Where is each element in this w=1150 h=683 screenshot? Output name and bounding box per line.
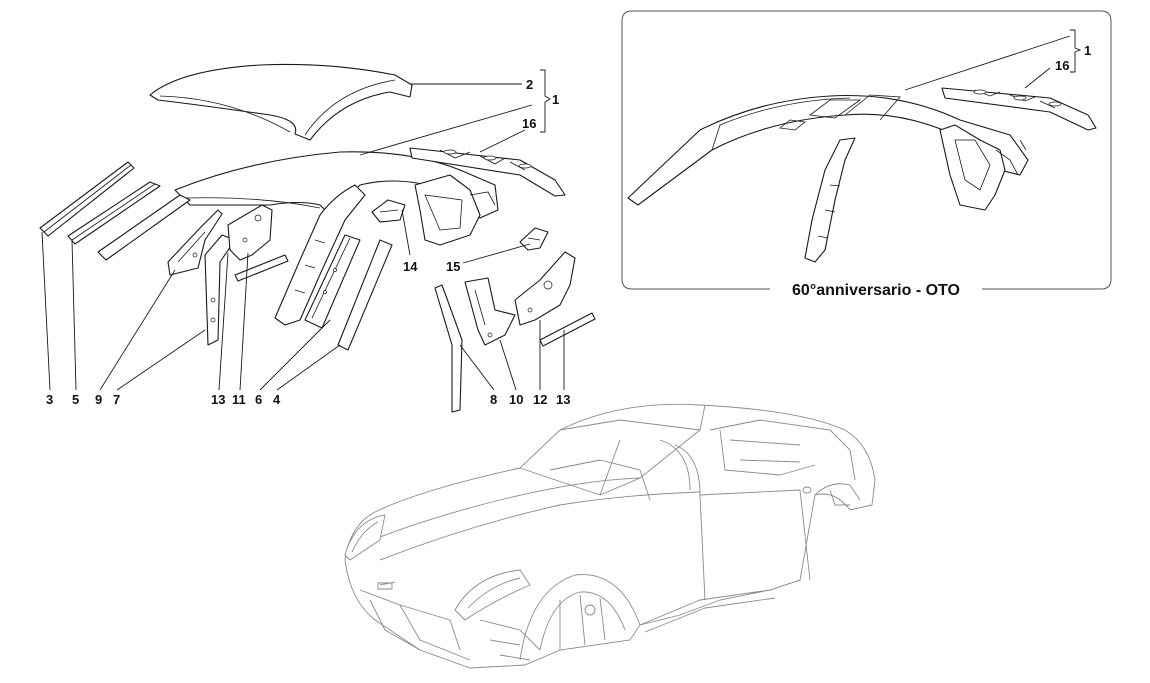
part-strip-13b (539, 312, 596, 347)
part-bracket-15 (519, 227, 549, 251)
inset-frame (621, 10, 1112, 290)
part-roof-frame (174, 151, 499, 326)
callout-7: 7 (113, 392, 120, 407)
callout-14: 14 (403, 259, 418, 274)
inset-rear-crossmember (941, 87, 1097, 131)
part-trim-strip-roof (97, 194, 191, 261)
callout-10: 10 (509, 392, 523, 407)
callout-5: 5 (72, 392, 79, 407)
part-trim-strip-5 (67, 181, 161, 245)
part-strip-13a (234, 254, 289, 282)
callout-2: 2 (526, 77, 533, 92)
inset-panel: 60°anniversario - OTO 1 16 (621, 10, 1112, 299)
callout-6: 6 (255, 392, 262, 407)
callout-15: 15 (446, 259, 460, 274)
part-b-pillar-strip (204, 234, 236, 346)
part-trim-strip-3 (39, 161, 135, 237)
callout-4: 4 (273, 392, 281, 407)
callout-12: 12 (533, 392, 547, 407)
leader-lines (41, 69, 565, 391)
part-quarter-panel-12 (514, 251, 576, 326)
part-rear-strip-8 (434, 284, 463, 413)
callout-16: 16 (522, 116, 536, 131)
inset-title: 60°anniversario - OTO (792, 282, 960, 299)
callout-11: 11 (232, 392, 246, 407)
inset-callout-1: 1 (1084, 43, 1091, 58)
part-a-pillar-inner (167, 209, 223, 276)
part-sill-trim-4 (337, 239, 393, 351)
part-rear-crossmember (409, 147, 566, 197)
callout-8: 8 (490, 392, 497, 407)
callout-1: 1 (552, 92, 559, 107)
part-rear-panel-10 (464, 277, 516, 346)
part-sill-6 (304, 234, 361, 329)
callout-9: 9 (95, 392, 102, 407)
callout-13-left: 13 (211, 392, 225, 407)
inset-callout-16: 16 (1055, 58, 1069, 73)
part-roof-panel (149, 63, 413, 141)
part-bracket-14 (371, 199, 406, 223)
callout-labels: 2 1 16 14 15 3 5 9 7 13 11 6 4 8 10 12 1… (46, 77, 570, 407)
part-b-pillar-panel (227, 204, 273, 261)
callout-3: 3 (46, 392, 53, 407)
callout-13-right: 13 (556, 392, 570, 407)
car-body-illustration (344, 403, 876, 669)
inset-roof-frame (627, 94, 1029, 263)
